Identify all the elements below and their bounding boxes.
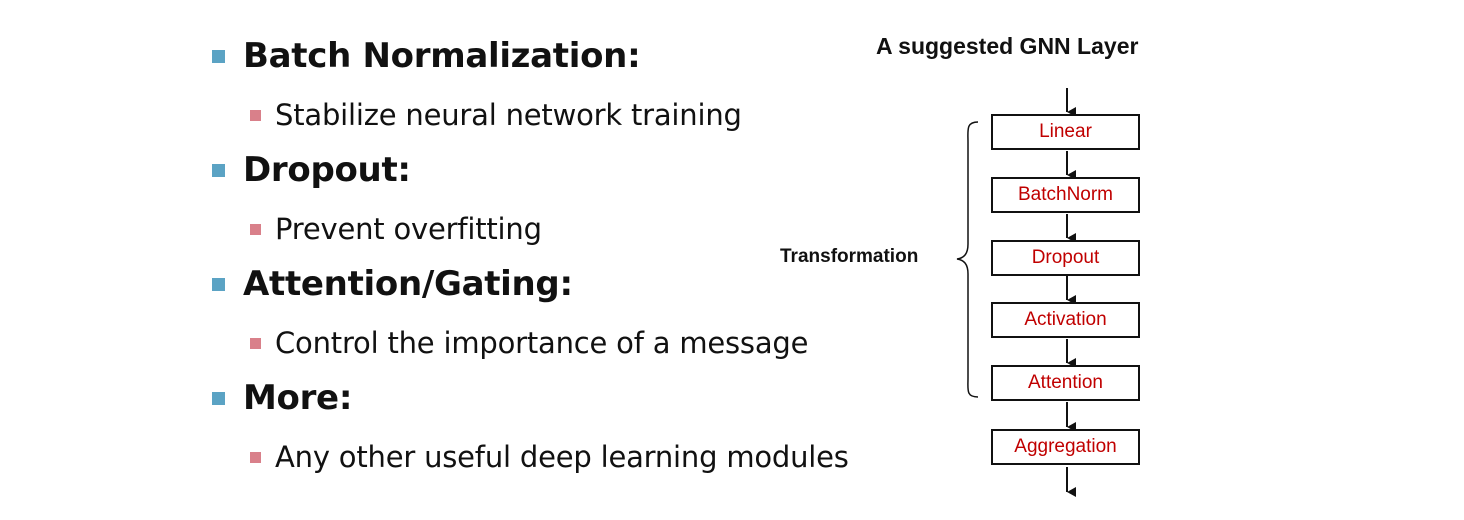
bullet-heading: Batch Normalization:: [243, 36, 641, 76]
bullet-item: Attention/Gating:: [212, 264, 573, 304]
bullet-heading: Attention/Gating:: [243, 264, 573, 304]
layer-box-dropout: Dropout: [991, 240, 1140, 276]
sub-bullet-item: Stabilize neural network training: [250, 98, 742, 132]
layer-box-attention: Attention: [991, 365, 1140, 401]
sub-bullet-text: Stabilize neural network training: [275, 98, 742, 132]
gnn-layer-diagram: A suggested GNN Layer Linear BatchNorm D…: [760, 0, 1460, 520]
bullet-square-icon: [212, 277, 225, 291]
sub-bullet-text: Control the importance of a message: [275, 326, 809, 360]
bullet-heading: More:: [243, 378, 353, 418]
sub-bullet-item: Control the importance of a message: [250, 326, 808, 360]
sub-bullet-item: Prevent overfitting: [250, 212, 542, 246]
sub-bullet-text: Prevent overfitting: [275, 212, 542, 246]
diagram-title: A suggested GNN Layer: [876, 33, 1139, 59]
sub-bullet-square-icon: [250, 337, 261, 349]
layer-box-linear: Linear: [991, 114, 1140, 150]
layer-box-aggregation: Aggregation: [991, 429, 1140, 465]
layer-box-batchnorm: BatchNorm: [991, 177, 1140, 213]
bullet-heading: Dropout:: [243, 150, 411, 190]
sub-bullet-square-icon: [250, 223, 261, 235]
bullet-square-icon: [212, 49, 225, 63]
transformation-label: Transformation: [780, 246, 919, 267]
sub-bullet-square-icon: [250, 109, 261, 121]
bullet-item: Batch Normalization:: [212, 36, 641, 76]
bullet-square-icon: [212, 391, 225, 405]
bullet-square-icon: [212, 163, 225, 177]
sub-bullet-square-icon: [250, 451, 261, 463]
sub-bullet-text: Any other useful deep learning modules: [275, 440, 849, 474]
sub-bullet-item: Any other useful deep learning modules: [250, 440, 849, 474]
transformation-brace: [956, 121, 979, 398]
bullet-item: More:: [212, 378, 352, 418]
bullet-item: Dropout:: [212, 150, 411, 190]
layer-box-activation: Activation: [991, 302, 1140, 338]
diagram-connectors: [956, 88, 1076, 497]
